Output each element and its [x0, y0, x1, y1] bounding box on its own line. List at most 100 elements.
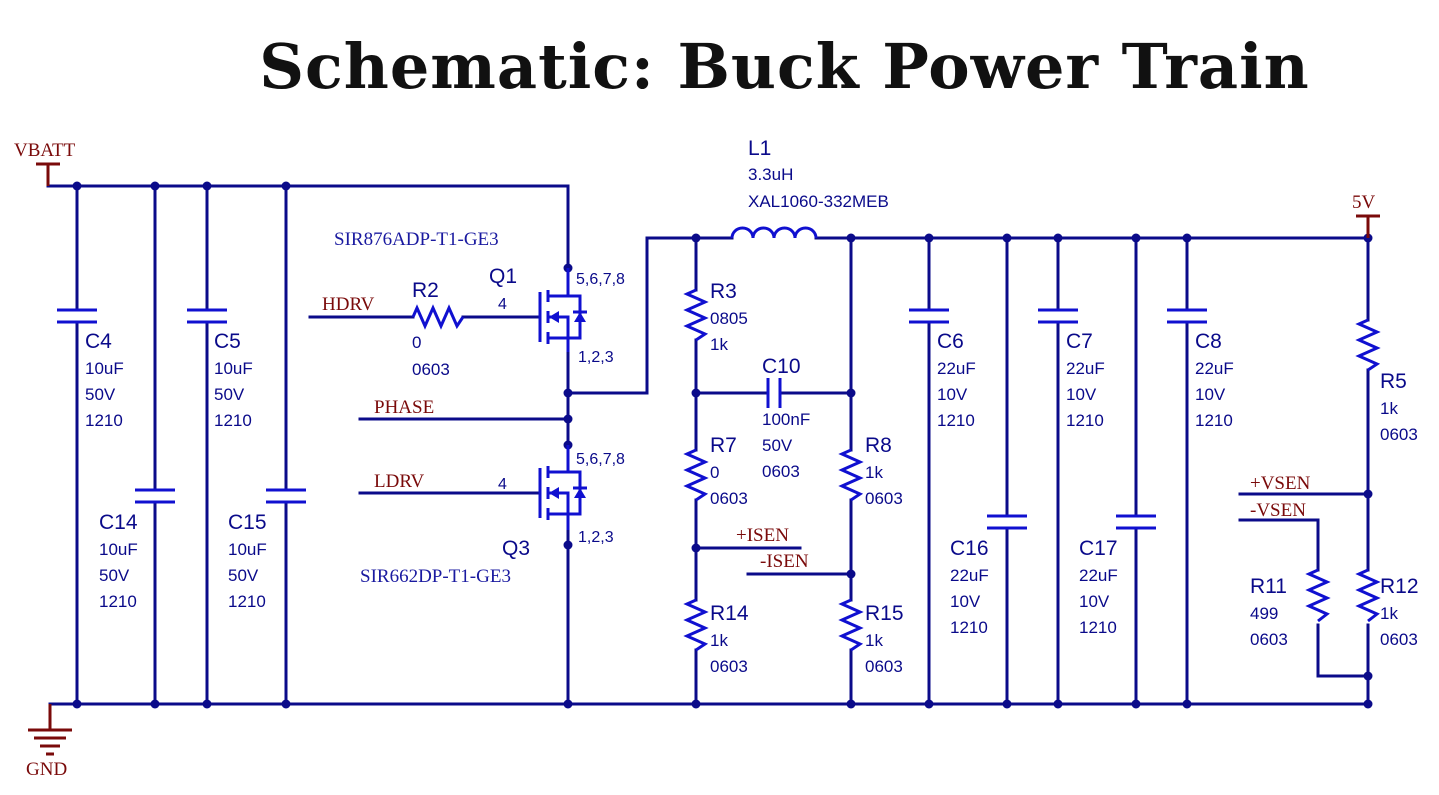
wire-phase-to-l1: [566, 236, 734, 395]
page-title: Schematic: Buck Power Train: [259, 30, 1310, 103]
components-c4-ref-text: C4: [85, 330, 112, 353]
phase-net-label: PHASE: [374, 397, 434, 418]
label-r15: R15 1k 0603: [865, 602, 904, 676]
components-r12-ref-text: R12: [1380, 575, 1419, 598]
components-c6-lines-1-text: 10V: [937, 385, 968, 404]
components-q1-gate_pin-text: 4: [498, 296, 507, 313]
vsen-n-net-label: -VSEN: [1250, 500, 1306, 521]
label-r14: R14 1k 0603: [710, 602, 749, 676]
components-q1-source_pins-text: 1,2,3: [578, 349, 614, 366]
components-c10-lines-0-text: 100nF: [762, 410, 810, 429]
components-r11-ref-text: R11: [1250, 575, 1287, 598]
label-r8: R8 1k 0603: [865, 434, 903, 508]
components-r7-lines-1-text: 0603: [710, 489, 748, 508]
mosfet-q3-symbol: [538, 445, 587, 530]
components-c17-lines-0-text: 22uF: [1079, 566, 1118, 585]
label-c5: C5 10uF 50V 1210: [214, 330, 253, 430]
components-c15-lines-0-text: 10uF: [228, 540, 267, 559]
label-c8: C8 22uF 10V 1210: [1195, 330, 1234, 430]
components-r5-lines-0-text: 1k: [1380, 399, 1398, 418]
components-r11-lines-0-text: 499: [1250, 604, 1278, 623]
components-r15-ref-text: R15: [865, 602, 904, 625]
components-q3-drain_pins-text: 5,6,7,8: [576, 451, 625, 468]
components-c17-lines-2-text: 1210: [1079, 618, 1117, 637]
label-c16: C16 22uF 10V 1210: [950, 537, 989, 637]
label-q1: SIR876ADP-T1-GE3 Q1 4 5,6,7,8 1,2,3: [334, 229, 625, 366]
components-c8-ref-text: C8: [1195, 330, 1222, 353]
components-r3-lines-0-text: 0805: [710, 309, 748, 328]
components-q3-gate_pin-text: 4: [498, 476, 507, 493]
components-r14-lines-0-text: 1k: [710, 631, 728, 650]
components-r7-lines-0-text: 0: [710, 463, 719, 482]
components-q1-drain_pins-text: 5,6,7,8: [576, 271, 625, 288]
components-c14-lines-1-text: 50V: [99, 566, 130, 585]
components-c4-lines-0-text: 10uF: [85, 359, 124, 378]
inductor-l1-symbol: [730, 226, 818, 239]
components-r7-ref-text: R7: [710, 434, 737, 457]
label-r7: R7 0 0603: [710, 434, 748, 508]
label-c4: C4 10uF 50V 1210: [85, 330, 124, 430]
components-r8-lines-1-text: 0603: [865, 489, 903, 508]
components-r12-lines-0-text: 1k: [1380, 604, 1398, 623]
label-l1: L1 3.3uH XAL1060-332MEB: [748, 137, 889, 211]
components-q3-source_pins-text: 1,2,3: [578, 529, 614, 546]
components-c7-ref-text: C7: [1066, 330, 1093, 353]
label-r5: R5 1k 0603: [1380, 370, 1418, 444]
gnd-symbol: GND: [26, 704, 72, 780]
wires: [46, 184, 1370, 706]
components-c16-ref-text: C16: [950, 537, 989, 560]
components-c6-ref-text: C6: [937, 330, 964, 353]
components-r3-ref-text: R3: [710, 280, 737, 303]
components-c6-lines-0-text: 22uF: [937, 359, 976, 378]
components-l1-value-text: 3.3uH: [748, 165, 793, 184]
components-c15-ref-text: C15: [228, 511, 267, 534]
mosfet-q1-symbol: [538, 268, 587, 352]
vbatt-label: VBATT: [14, 140, 76, 161]
isen-p-net-label: +ISEN: [736, 525, 789, 546]
components-q1-part-text: SIR876ADP-T1-GE3: [334, 229, 499, 250]
components-c10-lines-1-text: 50V: [762, 436, 793, 455]
components-l1-ref-text: L1: [748, 137, 771, 160]
label-r11: R11 499 0603: [1250, 575, 1288, 649]
vbatt-port: VBATT: [14, 140, 76, 186]
label-r2: R2 0 0603: [412, 279, 450, 379]
label-c6: C6 22uF 10V 1210: [937, 330, 976, 430]
components-r2-lines-1-text: 0603: [412, 360, 450, 379]
label-c7: C7 22uF 10V 1210: [1066, 330, 1105, 430]
components-r2-ref-text: R2: [412, 279, 439, 302]
label-c14: C14 10uF 50V 1210: [99, 511, 138, 611]
components-c4-lines-2-text: 1210: [85, 411, 123, 430]
gnd-label: GND: [26, 759, 67, 780]
label-r3: R3 0805 1k: [710, 280, 748, 354]
components-c4-lines-1-text: 50V: [85, 385, 116, 404]
components-c6-lines-2-text: 1210: [937, 411, 975, 430]
resistor-symbols: [411, 288, 1381, 652]
components-r5-ref-text: R5: [1380, 370, 1407, 393]
wire-5v-rail: [814, 236, 1370, 322]
components-c16-lines-1-text: 10V: [950, 592, 981, 611]
components-r12-lines-1-text: 0603: [1380, 630, 1418, 649]
components-c7-lines-0-text: 22uF: [1066, 359, 1105, 378]
components-r3-lines-1-text: 1k: [710, 335, 728, 354]
junctions: [72, 181, 1373, 709]
components-c17-lines-1-text: 10V: [1079, 592, 1110, 611]
components-c5-lines-2-text: 1210: [214, 411, 252, 430]
isen-n-net-label: -ISEN: [760, 551, 809, 572]
components-r14-ref-text: R14: [710, 602, 749, 625]
components-c8-lines-2-text: 1210: [1195, 411, 1233, 430]
components-r2-lines-0-text: 0: [412, 333, 421, 352]
capacitor-symbols: [57, 308, 1207, 530]
hdrv-net-label: HDRV: [322, 294, 375, 315]
components-c5-lines-0-text: 10uF: [214, 359, 253, 378]
components-c7-lines-2-text: 1210: [1066, 411, 1104, 430]
v5-label: 5V: [1352, 192, 1376, 213]
components-r15-lines-0-text: 1k: [865, 631, 883, 650]
components-q1-ref-text: Q1: [489, 265, 517, 288]
components-c14-ref-text: C14: [99, 511, 138, 534]
components-c17-ref-text: C17: [1079, 537, 1118, 560]
label-c15: C15 10uF 50V 1210: [228, 511, 267, 611]
components-c16-lines-0-text: 22uF: [950, 566, 989, 585]
components-c5-ref-text: C5: [214, 330, 241, 353]
components-c5-lines-1-text: 50V: [214, 385, 245, 404]
